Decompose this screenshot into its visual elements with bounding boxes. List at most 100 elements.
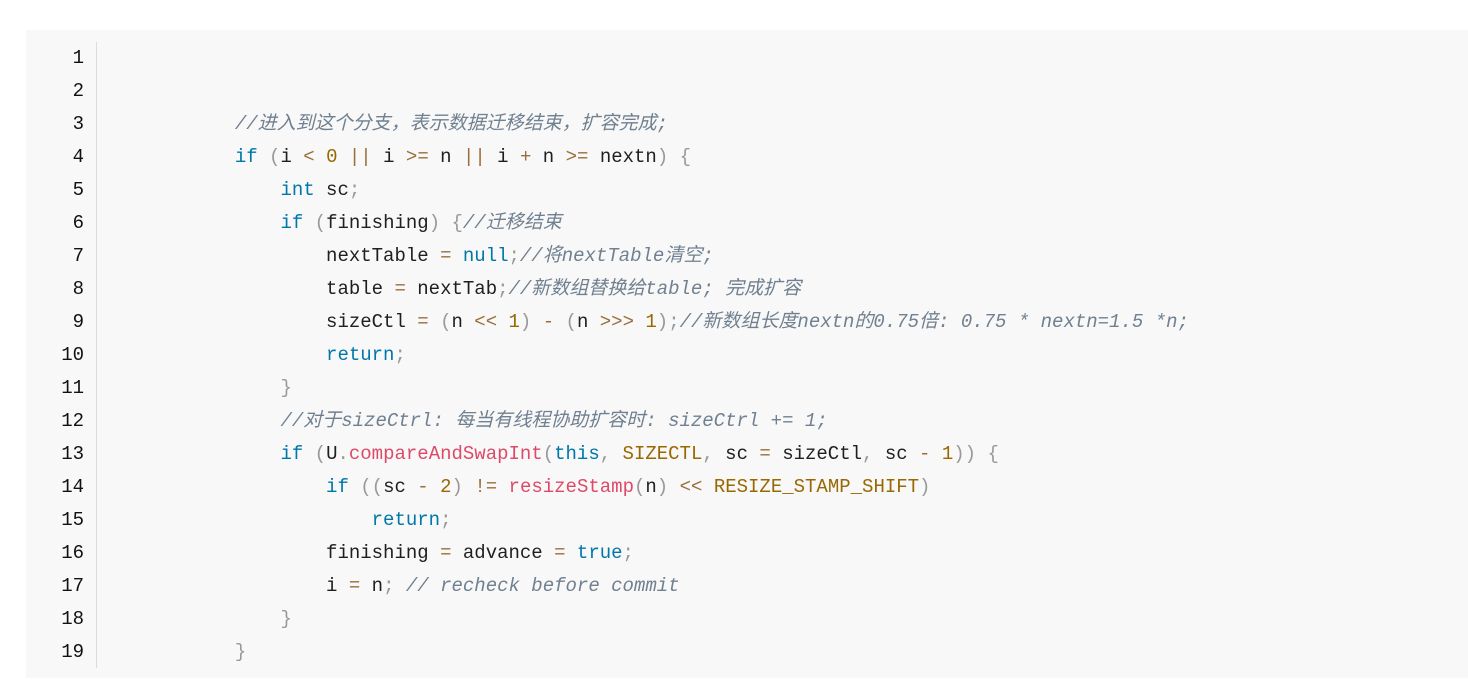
- line-number: 19: [61, 641, 84, 663]
- code-token: [98, 212, 280, 234]
- line-number: 17: [61, 575, 84, 597]
- code-line: //进入到这个分支，表示数据迁移结束，扩容完成;: [98, 108, 668, 141]
- code-token: [98, 542, 326, 564]
- code-token: n: [360, 575, 384, 597]
- code-token: [98, 410, 280, 432]
- code-line: finishing = advance = true;: [98, 537, 634, 570]
- code-token: .: [337, 443, 349, 465]
- code-line: if ((sc - 2) != resizeStamp(n) << RESIZE…: [98, 471, 930, 504]
- code-line: sizeCtl = (n << 1) - (n >>> 1);//新数组长度ne…: [98, 306, 1189, 339]
- code-token: [315, 146, 326, 168]
- code-token: (: [565, 311, 577, 333]
- code-token: finishing: [326, 542, 441, 564]
- code-token: (: [633, 476, 646, 498]
- code-token: finishing: [326, 212, 429, 234]
- code-token: ||: [462, 146, 486, 168]
- line-number: 18: [61, 608, 84, 630]
- code-token: ;: [383, 575, 395, 597]
- code-token: [566, 542, 577, 564]
- line-number: 1: [72, 47, 84, 69]
- code-token: =: [440, 245, 452, 267]
- code-token: null: [462, 245, 509, 267]
- code-token: int: [280, 179, 315, 201]
- code-line: //对于sizeCtrl: 每当有线程协助扩容时: sizeCtrl += 1;: [98, 405, 828, 438]
- code-line: }: [98, 603, 292, 636]
- code-token: [303, 443, 314, 465]
- code-token: if: [280, 443, 304, 465]
- code-token: if: [280, 212, 304, 234]
- code-token: >=: [405, 146, 429, 168]
- code-token: !=: [474, 476, 498, 498]
- code-token: ,: [702, 443, 714, 465]
- code-token: [98, 575, 326, 597]
- code-token: {: [451, 212, 463, 234]
- code-token: n: [428, 146, 463, 168]
- code-token: n: [645, 476, 657, 498]
- code-token: [463, 476, 474, 498]
- line-number: 13: [61, 443, 84, 465]
- code-line: return;: [98, 504, 452, 537]
- code-token: nextTab: [405, 278, 498, 300]
- code-token: [98, 344, 326, 366]
- code-token: ;: [440, 509, 452, 531]
- code-token: ): [656, 311, 669, 333]
- code-token: sc: [383, 476, 418, 498]
- code-token: ;: [348, 179, 361, 201]
- code-token: nextTable: [326, 245, 441, 267]
- code-token: [349, 476, 360, 498]
- code-token: {: [679, 146, 692, 168]
- code-token: ((: [360, 476, 384, 498]
- code-token: [554, 311, 565, 333]
- line-number: 15: [61, 509, 84, 531]
- code-token: }: [280, 377, 292, 399]
- line-number: 5: [72, 179, 84, 201]
- code-token: SIZECTL: [622, 443, 703, 465]
- code-token: [98, 509, 372, 531]
- code-token: ,: [862, 443, 874, 465]
- code-token: [497, 476, 508, 498]
- code-token: [634, 311, 645, 333]
- line-number: 3: [72, 113, 84, 135]
- code-token: //对于sizeCtrl: 每当有线程协助扩容时: sizeCtrl += 1;: [280, 410, 828, 432]
- code-token: [668, 146, 679, 168]
- code-token: [98, 311, 326, 333]
- code-token: +: [519, 146, 532, 168]
- code-token: }: [280, 608, 292, 630]
- code-token: n: [531, 146, 566, 168]
- code-token: =: [759, 443, 771, 465]
- code-token: [668, 476, 679, 498]
- code-token: nextn: [588, 146, 657, 168]
- code-token: resizeStamp: [508, 476, 634, 498]
- code-token: table: [326, 278, 395, 300]
- code-token: return: [326, 344, 395, 366]
- code-token: ): [656, 476, 669, 498]
- code-token: [702, 476, 713, 498]
- code-token: {: [987, 443, 999, 465]
- code-token: if: [234, 146, 258, 168]
- code-token: (: [542, 443, 555, 465]
- code-token: //新数组长度nextn的0.75倍: 0.75 * nextn=1.5 *n;: [679, 311, 1189, 333]
- code-token: sc: [314, 179, 349, 201]
- code-token: >>>: [599, 311, 634, 333]
- code-token: [451, 245, 462, 267]
- code-token: if: [326, 476, 349, 498]
- code-token: n: [451, 311, 475, 333]
- code-token: [98, 377, 280, 399]
- code-token: [303, 212, 314, 234]
- code-token: ): [519, 311, 532, 333]
- line-number: 11: [61, 377, 84, 399]
- line-number: 4: [72, 146, 84, 168]
- code-line: int sc;: [98, 174, 360, 207]
- code-token: 2: [440, 476, 452, 498]
- line-number: 10: [61, 344, 84, 366]
- code-token: i: [485, 146, 520, 168]
- code-line: }: [98, 372, 292, 405]
- code-token: =: [554, 542, 566, 564]
- code-token: [98, 278, 326, 300]
- code-token: (: [314, 212, 327, 234]
- code-token: ,: [599, 443, 612, 465]
- code-line: if (finishing) {//迁移结束: [98, 207, 561, 240]
- code-line: }: [98, 636, 246, 669]
- code-token: -: [542, 311, 555, 333]
- code-token: [98, 113, 235, 135]
